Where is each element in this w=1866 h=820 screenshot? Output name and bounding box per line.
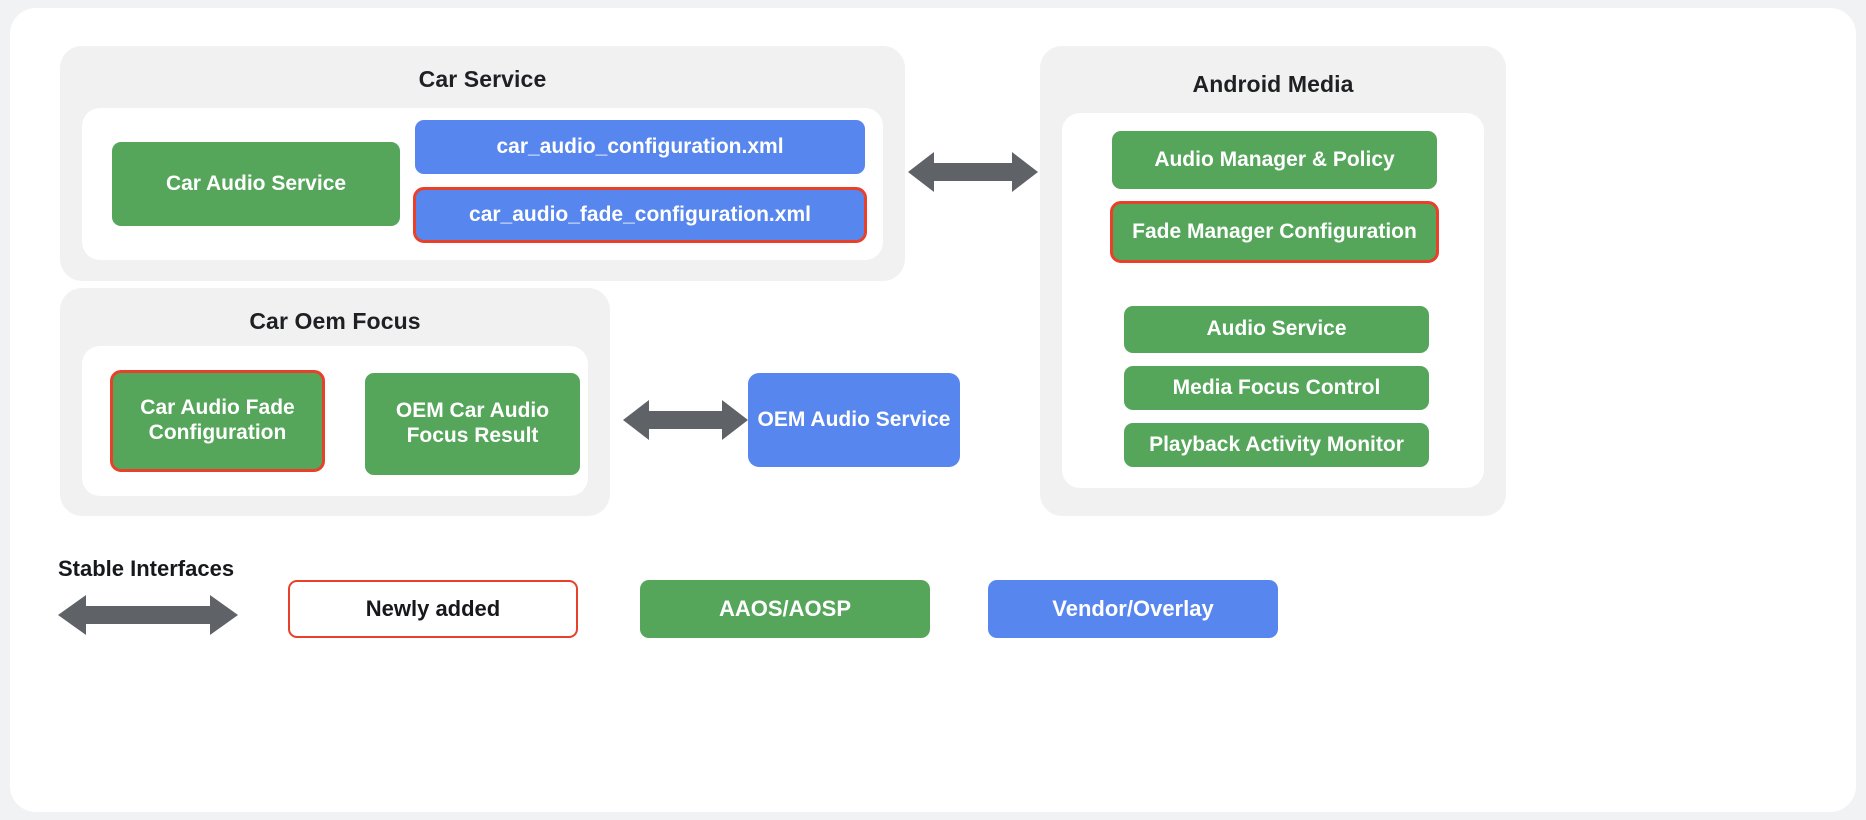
- legend-chip-vendor-overlay[interactable]: Vendor/Overlay: [988, 580, 1278, 638]
- node-car-audio-configuration-xml[interactable]: car_audio_configuration.xml: [415, 120, 865, 174]
- node-oem-car-audio-focus-result[interactable]: OEM Car Audio Focus Result: [365, 373, 580, 475]
- legend-chip-newly-added[interactable]: Newly added: [288, 580, 578, 638]
- legend-stable-interfaces-arrow-icon: [58, 593, 238, 637]
- node-car-audio-fade-configuration-xml[interactable]: car_audio_fade_configuration.xml: [413, 187, 867, 243]
- connector-car-oem-focus-to-oem-audio-service: [623, 398, 748, 442]
- node-fade-manager-configuration[interactable]: Fade Manager Configuration: [1110, 201, 1439, 263]
- node-oem-audio-service[interactable]: OEM Audio Service: [748, 373, 960, 467]
- connector-car-service-to-android-media: [908, 150, 1038, 194]
- legend-chip-aaos-aosp[interactable]: AAOS/AOSP: [640, 580, 930, 638]
- group-android-media: Android Media Audio Manager & Policy Fad…: [1040, 46, 1506, 516]
- node-audio-manager-and-policy[interactable]: Audio Manager & Policy: [1112, 131, 1437, 189]
- group-car-oem-focus-title: Car Oem Focus: [249, 308, 421, 334]
- group-car-service: Car Service Car Audio Service car_audio_…: [60, 46, 905, 281]
- group-car-service-title: Car Service: [418, 66, 547, 92]
- node-media-focus-control[interactable]: Media Focus Control: [1124, 366, 1429, 410]
- group-car-oem-focus: Car Oem Focus Car Audio Fade Configurati…: [60, 288, 610, 516]
- node-playback-activity-monitor[interactable]: Playback Activity Monitor: [1124, 423, 1429, 467]
- node-audio-service[interactable]: Audio Service: [1124, 306, 1429, 353]
- group-android-media-title: Android Media: [1192, 71, 1354, 97]
- legend-stable-interfaces-label: Stable Interfaces: [58, 556, 235, 581]
- node-car-audio-service[interactable]: Car Audio Service: [112, 142, 400, 226]
- node-car-audio-fade-configuration[interactable]: Car Audio Fade Configuration: [110, 370, 325, 472]
- diagram-canvas: Car Service Car Audio Service car_audio_…: [10, 8, 1856, 812]
